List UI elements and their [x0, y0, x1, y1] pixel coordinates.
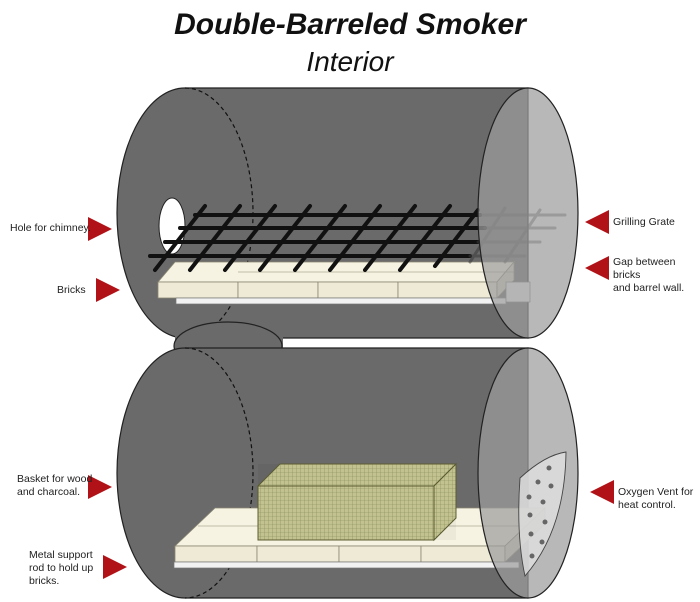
grilling-grate	[148, 204, 487, 272]
label-oxygen-vent: Oxygen Vent for heat control.	[618, 486, 694, 511]
label-gap-between-bricks: Gap between bricks and barrel wall.	[613, 256, 685, 294]
callout-arrows	[88, 210, 614, 579]
oxygen-vent	[518, 451, 567, 577]
label-bricks: Bricks	[57, 284, 86, 296]
upper-barrel	[116, 87, 579, 339]
diagram-subtitle: Interior	[306, 46, 394, 77]
label-metal-support-rod: Metal support rod to hold up bricks.	[29, 549, 94, 587]
upper-barrel-end	[477, 87, 579, 339]
lower-barrel-left-curve	[184, 347, 254, 599]
label-hole-for-chimney: Hole for chimney.	[10, 222, 91, 234]
lower-support-rod	[173, 561, 520, 569]
label-grilling-grate: Grilling Grate	[613, 216, 675, 228]
upper-support-rod	[175, 297, 507, 305]
label-basket: Basket for wood and charcoal.	[17, 473, 93, 498]
diagram-title: Double-Barreled Smoker	[174, 8, 526, 41]
lower-barrel	[116, 347, 579, 599]
upper-bricks	[157, 260, 531, 305]
charcoal-basket	[256, 462, 458, 542]
